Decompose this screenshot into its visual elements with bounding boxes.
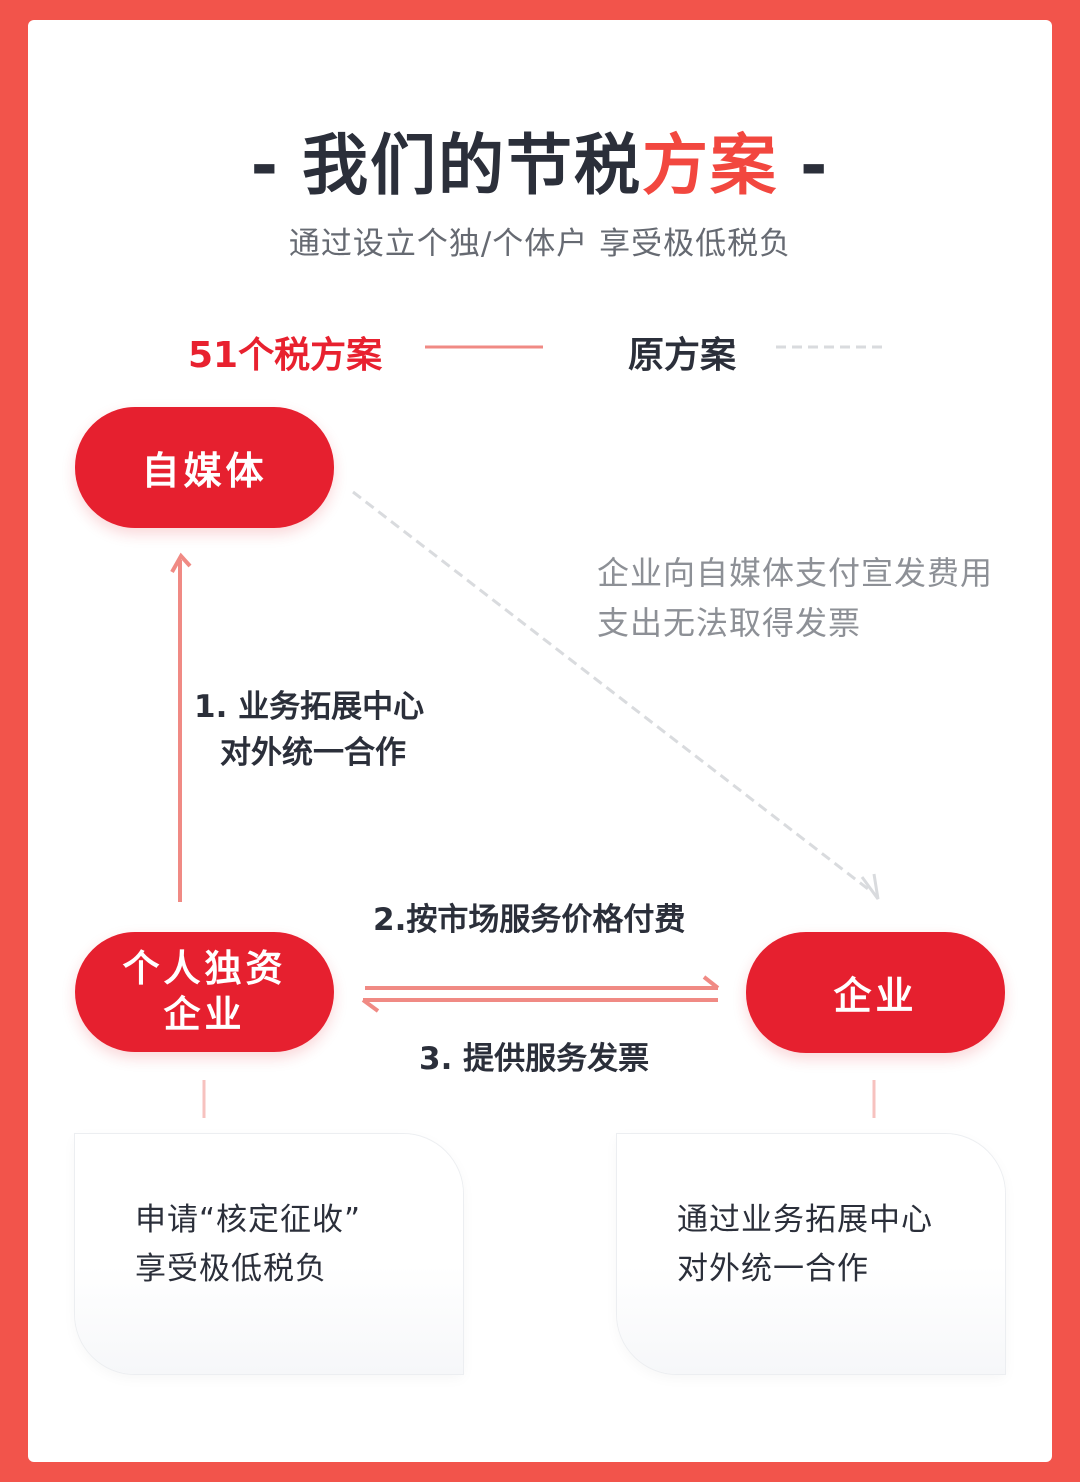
node-enterprise-label: 企业 [833,974,918,1018]
step3-note: 3. 提供服务发票 [419,1041,650,1077]
original-note-line2: 支出无法取得发票 [597,604,862,642]
right-box-line2: 对外统一合作 [677,1251,869,1287]
page-subtitle: 通过设立个独/个体户 享受极低税负 [288,226,792,262]
legend-original-plan: 原方案 [628,335,737,376]
title-accent: 方案 [642,127,778,204]
right-arrowhead-icon [702,975,720,990]
node-sole-proprietorship: 个人独资 企业 [75,932,334,1052]
title-main: 我们的节税 [302,127,642,204]
right-box-line1: 通过业务拓展中心 [677,1202,933,1238]
step1-note: 1. 业务拓展中心 对外统一合作 [194,684,424,776]
step2-note: 2.按市场服务价格付费 [373,902,686,938]
dashed-diagonal-line [352,490,873,894]
left-box-line2: 享受极低税负 [135,1251,327,1287]
right-box-text: 通过业务拓展中心 对外统一合作 [677,1196,933,1294]
original-note-line1: 企业向自媒体支付宣发费用 [597,554,994,592]
node-self-media-label: 自媒体 [141,449,268,493]
step1-line1: 1. 业务拓展中心 [194,689,425,725]
original-plan-note: 企业向自媒体支付宣发费用 支出无法取得发票 [597,548,993,648]
node-sole-label-line1: 个人独资 [122,947,287,990]
title-dash-right: - [800,127,830,204]
left-arrowhead-icon [361,998,380,1013]
right-info-box: 通过业务拓展中心 对外统一合作 [617,1134,1005,1374]
left-box-text: 申请“核定征收” 享受极低税负 [135,1196,361,1294]
left-info-box: 申请“核定征收” 享受极低税负 [75,1134,463,1374]
node-sole-label-line2: 企业 [163,993,246,1036]
node-self-media: 自媒体 [75,407,334,528]
page-title: -我们的节税方案- [0,112,1080,208]
dashed-arrowhead-icon [860,873,880,900]
step1-line2: 对外统一合作 [220,735,406,771]
legend-51-plan: 51个税方案 [188,335,383,376]
title-dash-left: - [250,127,280,204]
left-box-line1: 申请“核定征收” [135,1202,362,1238]
up-arrowhead-icon [170,552,192,573]
node-enterprise: 企业 [746,932,1005,1053]
